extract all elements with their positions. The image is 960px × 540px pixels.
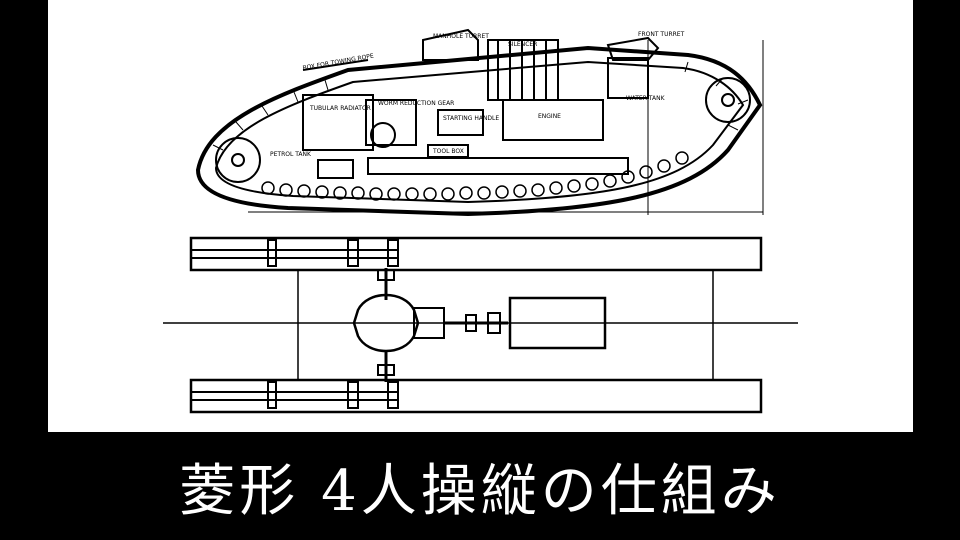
caption-bar: 菱形 4人操縦の仕組み (0, 432, 960, 540)
label-tool-box: TOOL BOX (432, 148, 464, 155)
label-tubular-radiator: TUBULAR RADIATOR (309, 105, 371, 112)
slide-caption: 菱形 4人操縦の仕組み (179, 458, 781, 524)
label-starting-handle: STARTING HANDLE (443, 115, 499, 122)
label-worm-reduction-gear: WORM REDUCTION GEAR (378, 100, 454, 107)
plan-view (163, 236, 798, 414)
label-silencer: SILENCER (508, 41, 537, 48)
label-front-turret: FRONT TURRET (638, 31, 685, 38)
label-water-tank: WATER TANK (626, 95, 666, 102)
side-elevation (195, 28, 764, 217)
label-manhole-turret: MANHOLE TURRET (433, 33, 489, 40)
tank-schematic-svg: MANHOLE TURRET FRONT TURRET SILENCER BOX… (163, 28, 798, 414)
tank-schematic-drawing: MANHOLE TURRET FRONT TURRET SILENCER BOX… (48, 0, 913, 432)
label-petrol-tank: PETROL TANK (270, 151, 312, 158)
label-engine: ENGINE (538, 113, 561, 120)
